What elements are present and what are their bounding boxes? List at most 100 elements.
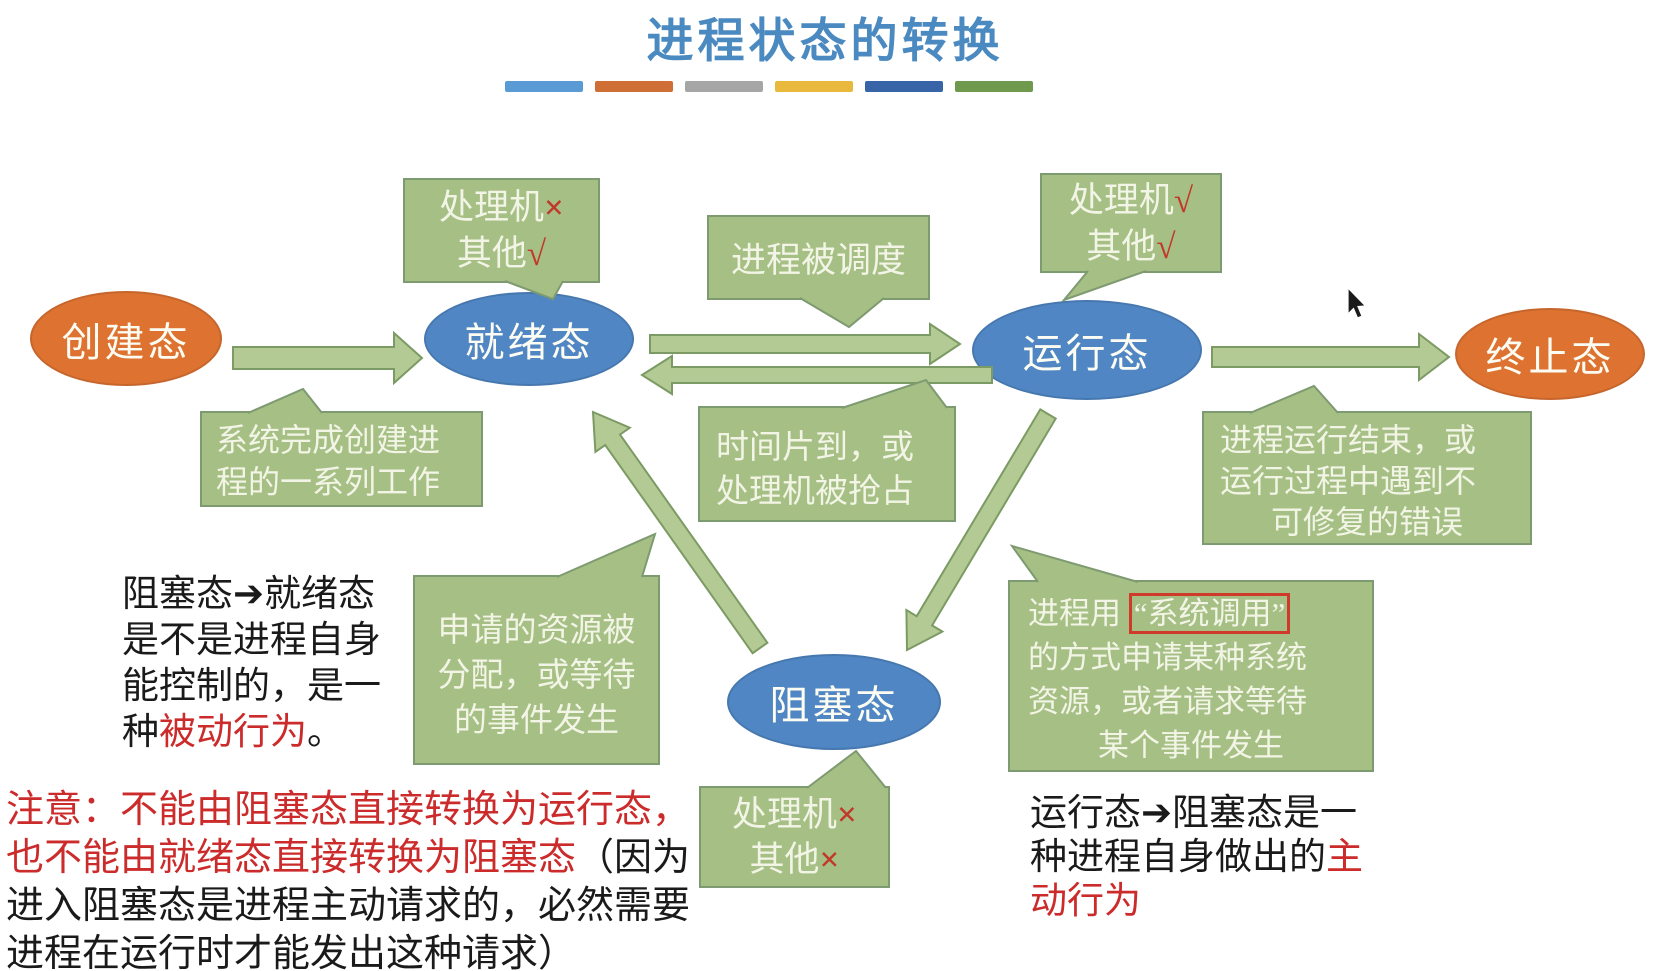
arrow-running-to-ready — [640, 354, 993, 396]
state-running-label: 运行态 — [1022, 331, 1152, 376]
callout-text: 申请的资源被 — [437, 613, 636, 649]
note-text: 种进程自身做出的 — [1030, 837, 1326, 878]
accent-bar-green — [955, 81, 1033, 92]
note-text: 进程在运行时才能发出这种请求） — [6, 933, 577, 971]
note-warning: 注意：不能由阻塞态直接转换为运行态， 也不能由就绪态直接转换为阻塞态（因为 进入… — [6, 786, 690, 971]
callout-line: 分配，或等待 — [415, 654, 658, 699]
callout-create-work: 系统完成创建进 程的一系列工作 — [200, 411, 483, 507]
callout-process-scheduled: 进程被调度 — [707, 215, 930, 300]
callout-syscall: 进程用 “系统调用” 的方式申请某种系统 资源，或者请求等待 某个事件发生 — [1008, 580, 1374, 772]
note-passive-behavior: 阻塞态➔就绪态 是不是进程自身 能控制的，是一 种被动行为。 — [122, 572, 381, 756]
flag-label: 其他 — [456, 234, 527, 273]
callout-terminate-reason: 进程运行结束，或 运行过程中遇到不 可修复的错误 — [1202, 411, 1532, 545]
accent-bar-blue — [505, 81, 583, 92]
accent-bar-darkblue — [865, 81, 943, 92]
callout-line: 时间片到，或 — [716, 426, 954, 470]
cross-mark: × — [819, 840, 840, 879]
callout-line: 进程运行结束，或 — [1220, 420, 1530, 461]
callout-ready-flags: 处理机× 其他√ — [403, 178, 600, 283]
state-create-ellipse: 创建态 — [30, 291, 222, 386]
note-text: 种 — [122, 712, 159, 753]
callout-text: 分配，或等待 — [437, 658, 636, 694]
note-line: 运行态➔阻塞态是一 — [1030, 792, 1363, 836]
callout-text: 进程用 — [1028, 596, 1121, 631]
callout-text: 运行过程中遇到不 — [1220, 463, 1477, 499]
callout-line: 其他× — [701, 837, 888, 882]
callout-line: 的方式申请某种系统 — [1028, 636, 1372, 680]
syscall-highlight-box: “系统调用” — [1128, 593, 1291, 634]
note-text: 运行态➔阻塞态是一 — [1030, 793, 1358, 834]
callout-text: 时间片到，或 — [716, 430, 914, 466]
callout-text: 进程运行结束，或 — [1220, 422, 1477, 458]
mouse-cursor-icon — [1347, 286, 1367, 319]
callout-tail-resource-allocated — [556, 532, 657, 578]
flag-label: 其他 — [1086, 227, 1157, 266]
callout-line: 可修复的错误 — [1204, 502, 1530, 543]
flag-label: 处理机 — [439, 188, 545, 227]
note-line: 进入阻塞态是进程主动请求的，必然需要 — [6, 882, 690, 930]
flag-label: 处理机 — [1068, 181, 1174, 220]
note-text-red: 注意：不能由阻塞态直接转换为运行态， — [6, 789, 691, 831]
callout-line: 的事件发生 — [415, 699, 658, 744]
check-mark: √ — [1156, 227, 1176, 266]
callout-text: 资源，或者请求等待 — [1028, 684, 1307, 719]
callout-line: 进程被调度 — [730, 241, 906, 280]
callout-blocked-flags: 处理机× 其他× — [699, 786, 890, 888]
note-line: 种被动行为。 — [122, 710, 381, 756]
callout-tail-create-work — [247, 387, 323, 414]
callout-resource-allocated: 申请的资源被 分配，或等待 的事件发生 — [413, 575, 660, 765]
callout-line: 处理机被抢占 — [716, 470, 954, 514]
note-text-red: 也不能由就绪态直接转换为阻塞态 — [6, 837, 577, 879]
callout-text: 某个事件发生 — [1098, 728, 1284, 763]
flag-label: 处理机 — [732, 795, 838, 834]
callout-line: 资源，或者请求等待 — [1028, 680, 1372, 724]
callout-line: 处理机× — [701, 792, 888, 837]
arrow-ready-to-running — [649, 322, 962, 366]
callout-tail-timeslice — [841, 378, 948, 409]
note-line: 进程在运行时才能发出这种请求） — [6, 930, 690, 971]
note-line: 是不是进程自身 — [122, 618, 381, 664]
callout-text: 的事件发生 — [454, 703, 619, 739]
state-terminated-ellipse: 终止态 — [1455, 308, 1645, 400]
note-text-red: 被动行为 — [159, 712, 307, 753]
check-mark: √ — [1173, 181, 1194, 220]
callout-line: 系统完成创建进 — [216, 419, 481, 461]
callout-line: 处理机√ — [1042, 178, 1220, 224]
callout-tail-scheduled — [799, 297, 885, 329]
accent-bar-yellow — [775, 81, 853, 92]
flag-label: 其他 — [749, 840, 820, 879]
accent-bar-orange — [595, 81, 673, 92]
callout-text: 处理机被抢占 — [716, 474, 914, 510]
cross-mark: × — [544, 188, 564, 227]
state-blocked-ellipse: 阻塞态 — [727, 654, 941, 750]
callout-running-flags: 处理机√ 其他√ — [1040, 173, 1222, 273]
callout-tail-running-flags — [1060, 270, 1147, 303]
note-line: 注意：不能由阻塞态直接转换为运行态， — [6, 786, 690, 834]
callout-tail-syscall — [1009, 544, 1139, 583]
callout-line: 某个事件发生 — [1010, 724, 1372, 768]
callout-tail-terminate-reason — [1249, 384, 1339, 414]
check-mark: √ — [526, 234, 547, 273]
note-line: 也不能由就绪态直接转换为阻塞态（因为 — [6, 834, 690, 882]
note-text: 。 — [307, 712, 344, 753]
note-active-behavior: 运行态➔阻塞态是一 种进程自身做出的主 动行为 — [1030, 792, 1363, 924]
state-terminated-label: 终止态 — [1485, 335, 1615, 380]
callout-line: 程的一系列工作 — [216, 461, 481, 503]
note-text: 是不是进程自身 — [122, 620, 381, 661]
arrow-running-to-terminated — [1211, 331, 1451, 383]
note-line: 种进程自身做出的主 — [1030, 836, 1363, 880]
arrow-create-to-ready — [232, 330, 424, 386]
callout-line: 处理机× — [405, 185, 598, 231]
note-text: 能控制的，是一 — [122, 666, 381, 707]
title-underline-bars — [505, 81, 1045, 92]
callout-text: 系统完成创建进 — [216, 422, 441, 458]
state-ready-label: 就绪态 — [464, 320, 594, 365]
callout-text: 的方式申请某种系统 — [1028, 640, 1307, 675]
note-text: （因为 — [576, 837, 691, 879]
callout-line: 申请的资源被 — [415, 609, 658, 654]
state-blocked-label: 阻塞态 — [769, 683, 899, 728]
note-line: 能控制的，是一 — [122, 664, 381, 710]
callout-timeslice: 时间片到，或 处理机被抢占 — [698, 406, 956, 522]
note-line: 阻塞态➔就绪态 — [122, 572, 381, 618]
